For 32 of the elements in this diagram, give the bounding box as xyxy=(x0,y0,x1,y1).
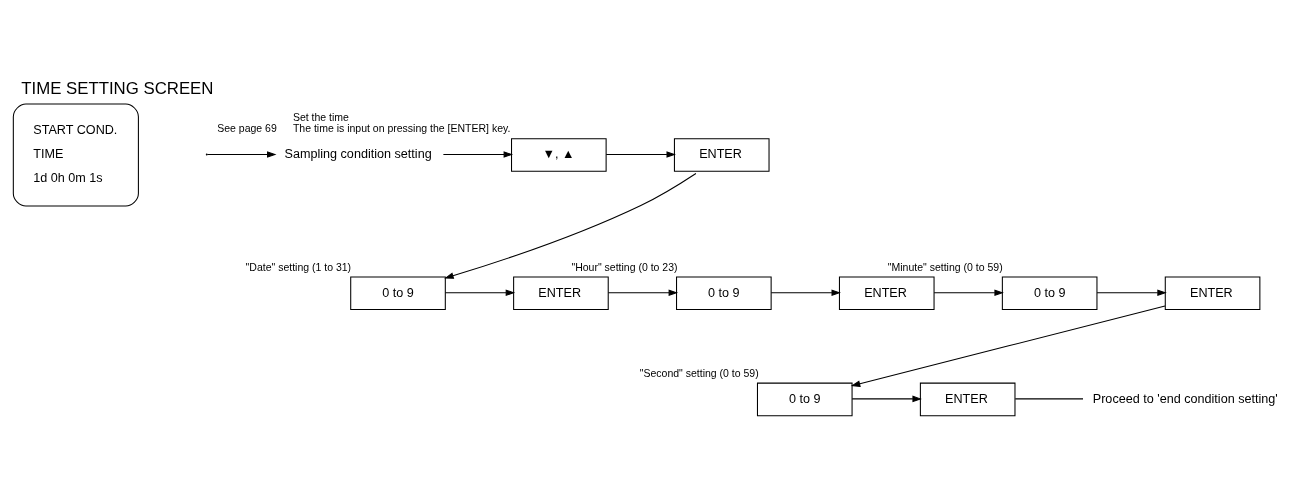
node-label: "Minute" setting (0 to 59) xyxy=(887,260,1003,273)
node-box: ENTER xyxy=(838,276,935,311)
arrow xyxy=(851,395,922,403)
node-label: The time is input on pressing the [ENTER] key. xyxy=(292,122,511,135)
node-box: 0 to 9 xyxy=(756,382,853,417)
diagram-title: TIME SETTING SCREEN xyxy=(21,78,214,98)
arrow xyxy=(607,289,679,297)
arrow xyxy=(1096,289,1167,297)
arrow xyxy=(442,151,514,158)
node-label: "Hour" setting (0 to 23) xyxy=(571,260,678,273)
arrow xyxy=(850,305,1166,387)
arrow xyxy=(605,151,676,158)
node-box: START COND. TIME 1d 0h 0m 1s xyxy=(12,103,139,207)
node-box: ENTER xyxy=(1164,276,1261,311)
node-box: 0 to 9 xyxy=(350,276,446,311)
arrow xyxy=(770,289,841,297)
node-box: ENTER xyxy=(919,382,1016,417)
node-box: ▼, ▲ xyxy=(511,138,607,172)
arrow xyxy=(444,172,697,279)
node-box: ENTER xyxy=(513,276,609,311)
node-label: Set the time xyxy=(292,110,349,123)
node-box: ENTER xyxy=(673,138,770,172)
node-text: Sampling condition setting xyxy=(284,147,432,162)
arrow xyxy=(933,289,1004,297)
connector xyxy=(1014,398,1084,400)
node-label: See page 69 xyxy=(217,122,277,135)
node-label: "Date" setting (1 to 31) xyxy=(245,260,352,273)
arrow xyxy=(444,289,516,297)
node-box: 0 to 9 xyxy=(676,276,772,311)
node-box: 0 to 9 xyxy=(1001,276,1098,311)
node-label: "Second" setting (0 to 59) xyxy=(639,366,759,379)
node-text: Proceed to 'end condition setting' xyxy=(1092,391,1278,406)
